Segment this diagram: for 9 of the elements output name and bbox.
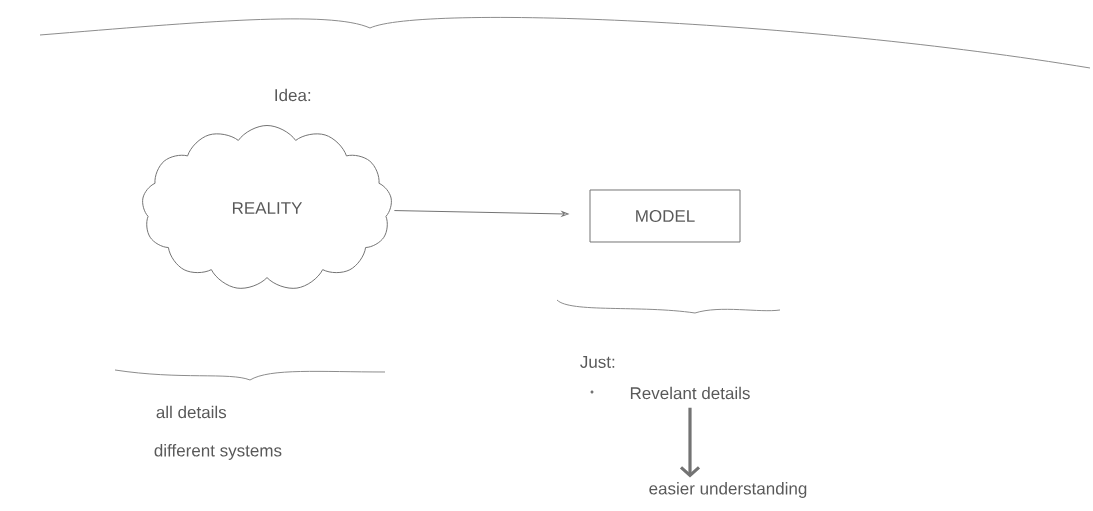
note-text: Just: [580, 356, 615, 368]
bullet-text: Revelant details [630, 386, 750, 400]
note-text: all details [156, 405, 227, 419]
note-text: Idea: [275, 88, 311, 102]
arrow [679, 407, 701, 478]
process-box: MODEL [589, 189, 741, 243]
note-text: different systems [154, 444, 282, 460]
result-text: easier understanding [649, 482, 807, 498]
arrow [393, 210, 569, 217]
